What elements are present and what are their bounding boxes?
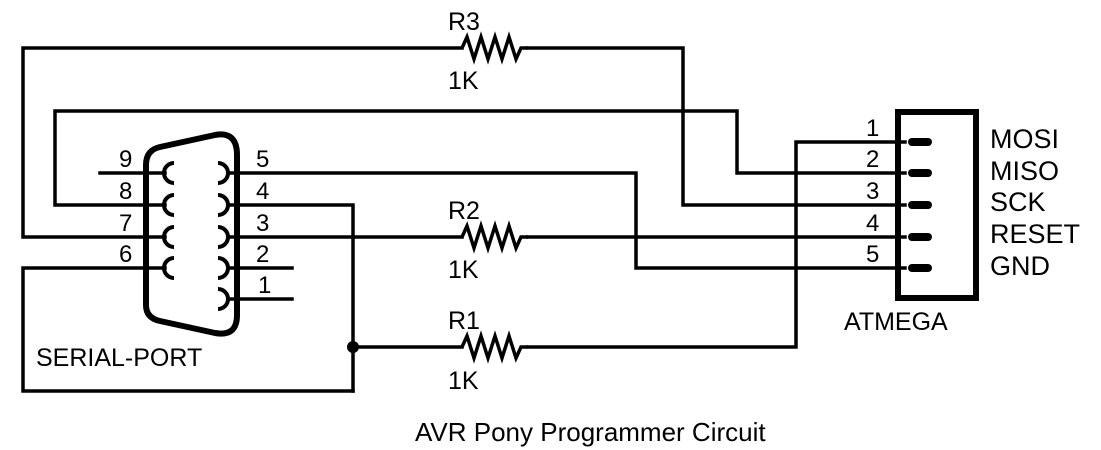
- db9-right-sockets: [217, 161, 230, 311]
- db9-pin-label: 4: [256, 178, 269, 205]
- resistor-r1-value: 1K: [448, 367, 479, 395]
- db9-pin-label: 8: [119, 178, 132, 205]
- wire-pin4-to-junction: [228, 203, 355, 393]
- wire-r3-to-sck: [526, 46, 907, 207]
- atmega-pin-number: 4: [866, 210, 879, 237]
- db9-pin-label: 3: [256, 210, 269, 237]
- socket-pin3: [217, 225, 230, 249]
- wire-r1-to-mosi: [526, 140, 907, 349]
- socket-pin1: [217, 287, 230, 311]
- wire-pin8-to-miso: [53, 109, 907, 207]
- socket-pin5: [217, 161, 230, 185]
- atmega-label: ATMEGA: [844, 308, 948, 336]
- resistor-r1-symbol: [460, 330, 528, 364]
- socket-pin6: [162, 256, 175, 280]
- db9-pin-label: 6: [119, 241, 132, 268]
- atmega-signal-miso: MISO: [990, 156, 1059, 186]
- socket-pin7: [162, 225, 175, 249]
- socket-pin2: [217, 256, 230, 280]
- resistor-r3-name: R3: [448, 8, 480, 36]
- atmega-pin-number: 2: [866, 146, 879, 173]
- atmega-pin-number: 5: [866, 241, 879, 268]
- db9-connector-shell: [143, 131, 240, 337]
- resistor-r2-value: 1K: [448, 256, 479, 284]
- socket-pin9: [162, 161, 175, 185]
- serial-port-label: SERIAL-PORT: [36, 344, 202, 372]
- db9-pin-label: 1: [258, 272, 271, 299]
- db9-left-sockets: [162, 161, 175, 280]
- atmega-signal-sck: SCK: [990, 187, 1046, 217]
- socket-pin8: [162, 193, 175, 217]
- atmega-signal-mosi: MOSI: [990, 124, 1059, 154]
- db9-pin-label: 5: [256, 146, 269, 173]
- resistor-r2-symbol: [460, 220, 528, 254]
- atmega-pin-number: 3: [866, 178, 879, 205]
- resistor-r2-name: R2: [448, 197, 480, 225]
- db9-pin-label: 7: [119, 210, 132, 237]
- db9-pin-label: 2: [256, 241, 269, 268]
- wire-pin6-loop: [21, 266, 355, 393]
- wire-pin5-to-gnd: [228, 171, 907, 270]
- diagram-title: AVR Pony Programmer Circuit: [415, 417, 766, 447]
- atmega-header-box: [895, 109, 979, 301]
- wire-r3-net: [21, 46, 464, 239]
- atmega-pin-number: 1: [866, 115, 879, 142]
- atmega-signal-gnd: GND: [990, 251, 1050, 281]
- atmega-signal-reset: RESET: [990, 219, 1080, 249]
- db9-pin-label: 9: [119, 146, 132, 173]
- resistor-r3-value: 1K: [448, 67, 479, 95]
- socket-pin4: [217, 193, 230, 217]
- junction-dot: [347, 341, 359, 353]
- resistor-r1-name: R1: [448, 307, 480, 335]
- resistor-r3-symbol: [460, 31, 528, 65]
